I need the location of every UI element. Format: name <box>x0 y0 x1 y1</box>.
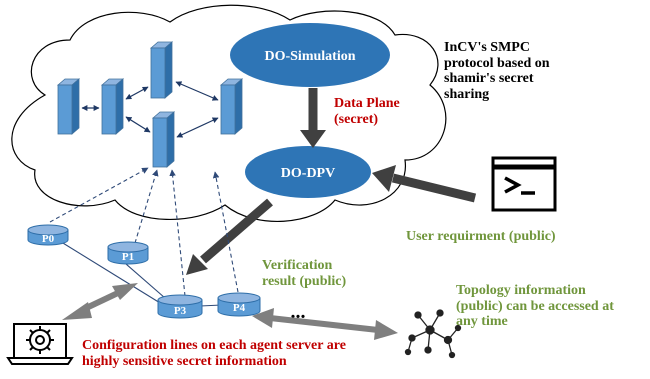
do-simulation-node <box>230 23 390 87</box>
protocol-line-4: sharing <box>444 87 490 103</box>
agent-p3-label: P3 <box>174 305 187 317</box>
data-plane-label: Data Plane (secret) <box>334 96 400 127</box>
agent-box-1 <box>56 78 81 135</box>
verification-line-2: result (public) <box>262 273 347 289</box>
user-requirement-label: User requirment (public) <box>406 229 556 244</box>
configuration-line-2: highly sensitive secret information <box>82 353 287 369</box>
do-dpv-node <box>245 146 371 198</box>
topology-double-arrow <box>252 308 398 340</box>
data-plane-line-1: Data Plane <box>334 96 400 111</box>
agent-box-4 <box>151 111 176 168</box>
agent-box-2 <box>100 78 125 135</box>
agent-box-3 <box>149 41 174 99</box>
upload-dashed-arrows <box>49 167 239 297</box>
protocol-line-3: shamir's secret <box>444 71 534 87</box>
agent-p4: P4 <box>217 292 261 317</box>
mesh-links <box>81 81 219 138</box>
verification-result-arrow <box>186 198 273 275</box>
gear-icon <box>6 323 74 365</box>
protocol-line-2: protocol based on <box>444 55 550 71</box>
topology-graph-icon <box>404 309 462 359</box>
user-requirement-arrow <box>372 165 477 203</box>
ellipsis-text: ... <box>291 301 306 323</box>
data-plane-line-2: (secret) <box>334 111 379 127</box>
configuration-line-1: Configuration lines on each agent server… <box>82 338 346 353</box>
verification-line-1: Verification <box>262 258 333 273</box>
agent-p0: P0 <box>27 224 69 246</box>
terminal-icon <box>491 156 557 212</box>
data-plane-arrow <box>300 88 326 148</box>
topology-line-3: any time <box>456 314 508 330</box>
topology-line-2: (public) can be accessed at <box>456 298 614 314</box>
topology-label: Topology information (public) can be acc… <box>456 283 614 330</box>
protocol-label: InCV's SMPC protocol based on shamir's s… <box>444 40 550 103</box>
agent-box-5 <box>219 78 244 135</box>
agent-p3: P3 <box>157 294 203 319</box>
configuration-label: Configuration lines on each agent server… <box>82 338 346 369</box>
verification-label: Verification result (public) <box>262 258 346 289</box>
agent-p0-label: P0 <box>42 233 55 245</box>
do-simulation-label: DO-Simulation <box>264 49 355 64</box>
config-double-arrow <box>62 283 138 320</box>
do-dpv-label: DO-DPV <box>281 166 335 181</box>
topology-line-1: Topology information <box>456 283 586 298</box>
protocol-line-1: InCV's SMPC <box>444 40 530 55</box>
agent-p1: P1 <box>107 241 149 265</box>
agent-p1-label: P1 <box>122 251 134 263</box>
agent-p4-label: P4 <box>233 302 246 314</box>
